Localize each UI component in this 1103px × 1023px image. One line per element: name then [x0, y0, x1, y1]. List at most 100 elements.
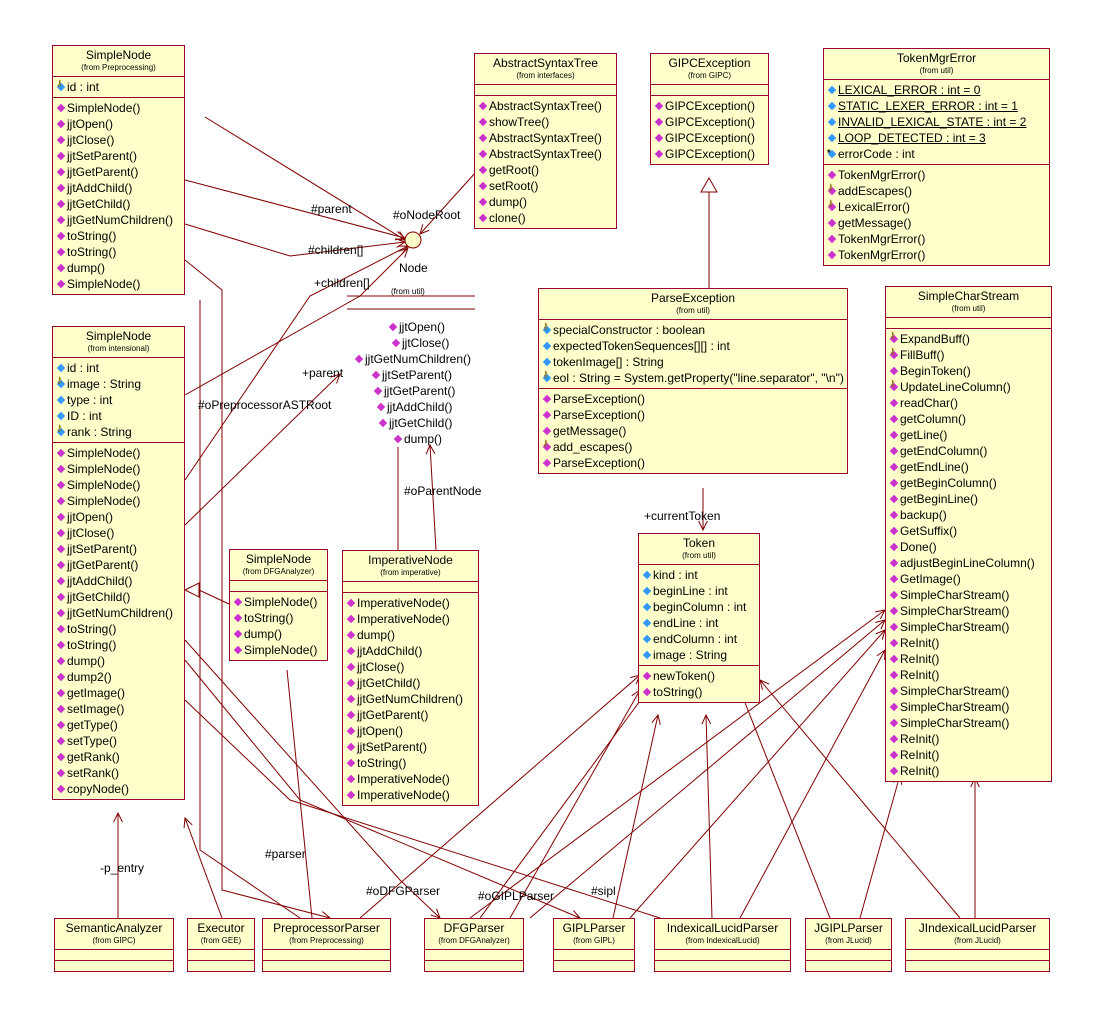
attribute[interactable]: LEXICAL_ERROR : int = 0: [827, 82, 1047, 98]
operation[interactable]: jjtAddChild(): [56, 573, 182, 589]
operation[interactable]: jjtOpen(): [56, 116, 182, 132]
operation[interactable]: toString(): [642, 684, 757, 700]
operation[interactable]: ParseException(): [542, 391, 845, 407]
operation[interactable]: jjtGetChild(): [56, 589, 182, 605]
operation[interactable]: ImperativeNode(): [346, 611, 476, 627]
class-simplenode-dfganalyzer[interactable]: SimpleNode(from DFGAnalyzer)SimpleNode()…: [229, 549, 328, 661]
operation[interactable]: jjtAddChild(): [56, 180, 182, 196]
operation[interactable]: ParseException(): [542, 407, 845, 423]
operation[interactable]: toString(): [233, 610, 325, 626]
operation[interactable]: AbstractSyntaxTree(): [478, 130, 614, 146]
attribute[interactable]: STATIC_LEXER_ERROR : int = 1: [827, 98, 1047, 114]
attribute[interactable]: ⚷image : String: [56, 376, 182, 392]
operation[interactable]: getRoot(): [478, 162, 614, 178]
operation[interactable]: ReInit(): [889, 651, 1049, 667]
operation[interactable]: jjtClose(): [346, 659, 476, 675]
operation[interactable]: ReInit(): [889, 667, 1049, 683]
operation[interactable]: SimpleCharStream(): [889, 603, 1049, 619]
operation[interactable]: setType(): [56, 733, 182, 749]
operation[interactable]: getType(): [56, 717, 182, 733]
operation[interactable]: showTree(): [478, 114, 614, 130]
attribute[interactable]: tokenImage[] : String: [542, 354, 845, 370]
operation[interactable]: TokenMgrError(): [827, 231, 1047, 247]
operation[interactable]: readChar(): [889, 395, 1049, 411]
operation[interactable]: clone(): [478, 210, 614, 226]
class-preprocessorparser[interactable]: PreprocessorParser(from Preprocessing): [262, 918, 391, 972]
node-fragment-operation[interactable]: jjtGetChild(): [378, 415, 452, 431]
node-fragment-operation[interactable]: jjtClose(): [391, 335, 449, 351]
operation[interactable]: getBeginLine(): [889, 491, 1049, 507]
operation[interactable]: TokenMgrError(): [827, 167, 1047, 183]
operation[interactable]: ⚷UpdateLineColumn(): [889, 379, 1049, 395]
operation[interactable]: AbstractSyntaxTree(): [478, 98, 614, 114]
operation[interactable]: SimpleCharStream(): [889, 699, 1049, 715]
operation[interactable]: jjtOpen(): [56, 509, 182, 525]
operation[interactable]: SimpleCharStream(): [889, 587, 1049, 603]
class-simplenode-intensional[interactable]: SimpleNode(from intensional)id : int⚷ima…: [52, 326, 185, 800]
operation[interactable]: jjtSetParent(): [346, 739, 476, 755]
operation[interactable]: GIPCException(): [654, 114, 766, 130]
operation[interactable]: SimpleCharStream(): [889, 715, 1049, 731]
node-fragment-operation[interactable]: jjtGetNumChildren(): [354, 351, 471, 367]
class-simplecharstream[interactable]: SimpleCharStream(from util)⚷ExpandBuff()…: [885, 286, 1052, 782]
class-gipcexception[interactable]: GIPCException(from GIPC)GIPCException()G…: [650, 53, 769, 165]
operation[interactable]: SimpleNode(): [56, 461, 182, 477]
operation[interactable]: SimpleNode(): [56, 100, 182, 116]
operation[interactable]: toString(): [56, 228, 182, 244]
operation[interactable]: jjtClose(): [56, 132, 182, 148]
operation[interactable]: jjtSetParent(): [56, 148, 182, 164]
operation[interactable]: SimpleNode(): [233, 642, 325, 658]
operation[interactable]: jjtGetNumChildren(): [56, 212, 182, 228]
attribute[interactable]: ⚷eol : String = System.getProperty("line…: [542, 370, 845, 386]
operation[interactable]: TokenMgrError(): [827, 247, 1047, 263]
operation[interactable]: jjtGetParent(): [56, 164, 182, 180]
class-dfgparser[interactable]: DFGParser(from DFGAnalyzer): [424, 918, 524, 972]
operation[interactable]: SimpleCharStream(): [889, 683, 1049, 699]
operation[interactable]: getBeginColumn(): [889, 475, 1049, 491]
class-abstractsyntaxtree[interactable]: AbstractSyntaxTree(from interfaces)Abstr…: [474, 53, 617, 229]
attribute[interactable]: ■errorCode : int: [827, 146, 1047, 162]
node-fragment-operation[interactable]: jjtOpen(): [388, 319, 445, 335]
operation[interactable]: Done(): [889, 539, 1049, 555]
class-jgiplparser[interactable]: JGIPLParser(from JLucid): [805, 918, 892, 972]
operation[interactable]: getImage(): [56, 685, 182, 701]
operation[interactable]: newToken(): [642, 668, 757, 684]
class-imperativenode[interactable]: ImperativeNode(from imperative)Imperativ…: [342, 550, 479, 806]
operation[interactable]: jjtClose(): [56, 525, 182, 541]
node-interface-icon[interactable]: [404, 231, 422, 249]
node-fragment-operation[interactable]: jjtGetParent(): [373, 383, 455, 399]
operation[interactable]: ⚷addEscapes(): [827, 183, 1047, 199]
operation[interactable]: jjtGetChild(): [56, 196, 182, 212]
operation[interactable]: dump(): [56, 260, 182, 276]
attribute[interactable]: ⚷rank : String: [56, 424, 182, 440]
attribute[interactable]: beginColumn : int: [642, 599, 757, 615]
operation[interactable]: SimpleNode(): [233, 594, 325, 610]
operation[interactable]: getLine(): [889, 427, 1049, 443]
operation[interactable]: SimpleNode(): [56, 276, 182, 292]
attribute[interactable]: kind : int: [642, 567, 757, 583]
operation[interactable]: dump(): [346, 627, 476, 643]
operation[interactable]: SimpleNode(): [56, 445, 182, 461]
operation[interactable]: jjtOpen(): [346, 723, 476, 739]
operation[interactable]: ImperativeNode(): [346, 787, 476, 803]
operation[interactable]: jjtAddChild(): [346, 643, 476, 659]
operation[interactable]: ReInit(): [889, 635, 1049, 651]
operation[interactable]: ⚷add_escapes(): [542, 439, 845, 455]
class-giplparser[interactable]: GIPLParser(from GIPL): [553, 918, 635, 972]
operation[interactable]: dump(): [233, 626, 325, 642]
operation[interactable]: toString(): [56, 244, 182, 260]
operation[interactable]: SimpleCharStream(): [889, 619, 1049, 635]
node-fragment-operation[interactable]: dump(): [393, 431, 442, 447]
class-executor[interactable]: Executor(from GEE): [187, 918, 255, 972]
operation[interactable]: toString(): [346, 755, 476, 771]
class-jindexicallucidparser[interactable]: JIndexicalLucidParser(from JLucid): [905, 918, 1050, 972]
operation[interactable]: jjtGetNumChildren(): [346, 691, 476, 707]
attribute[interactable]: expectedTokenSequences[][] : int: [542, 338, 845, 354]
operation[interactable]: dump(): [56, 653, 182, 669]
attribute[interactable]: endColumn : int: [642, 631, 757, 647]
attribute[interactable]: INVALID_LEXICAL_STATE : int = 2: [827, 114, 1047, 130]
operation[interactable]: ReInit(): [889, 763, 1049, 779]
attribute[interactable]: LOOP_DETECTED : int = 3: [827, 130, 1047, 146]
